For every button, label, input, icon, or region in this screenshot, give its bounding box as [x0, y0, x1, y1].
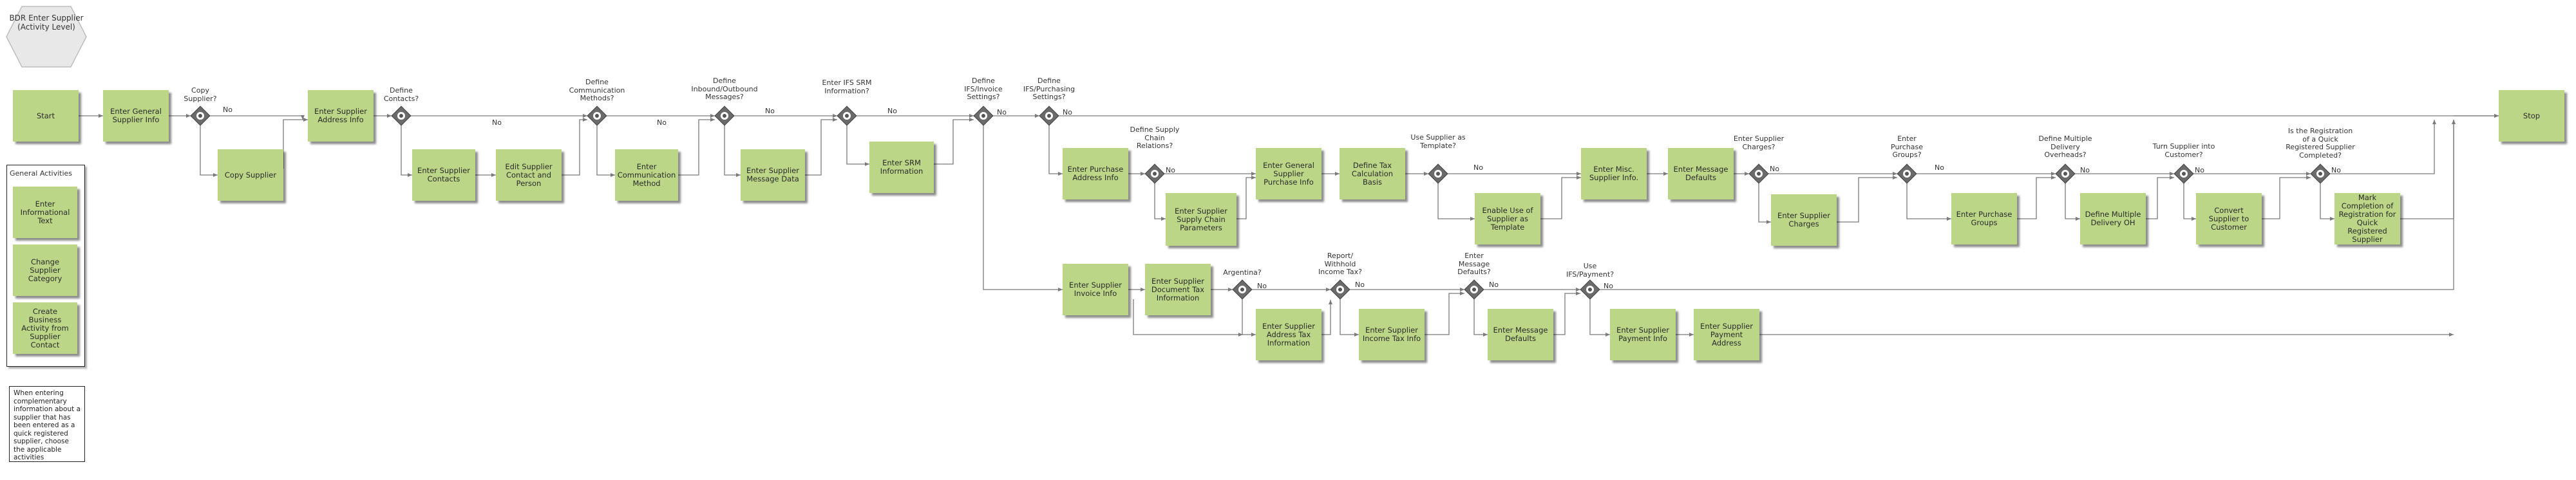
no-label: No	[1604, 282, 1613, 290]
no-label: No	[997, 108, 1007, 116]
no-label: No	[1063, 108, 1072, 116]
task-enter-purchase-groups[interactable]: Enter Purchase Groups	[1951, 193, 2017, 245]
gateway-use-ifs-payment[interactable]	[1580, 279, 1600, 300]
start-event[interactable]: Start	[13, 90, 79, 142]
gateway-label-enter-ifs-srm-information: Enter IFS SRM Information?	[822, 78, 872, 95]
task-enter-supplier-income-tax-info[interactable]: Enter Supplier Income Tax Info	[1359, 309, 1425, 360]
gateway-define-ifs-purchasing-settings[interactable]	[1039, 106, 1059, 126]
annotation-note: When entering complementary information …	[9, 386, 85, 462]
task-enter-communication-method[interactable]: Enter Communication Method	[615, 149, 678, 201]
gateway-label-registration-completed: Is the Registration of a Quick Registere…	[2286, 127, 2355, 160]
gateway-label-define-ifs-purchasing-settings: Define IFS/Purchasing Settings?	[1023, 77, 1075, 101]
gateway-registration-completed[interactable]	[2310, 163, 2331, 184]
gateway-define-communication-methods[interactable]	[587, 106, 607, 126]
no-label: No	[1489, 281, 1499, 289]
no-label: No	[492, 118, 502, 127]
gateway-label-define-inbound-outbound-messages: Define Inbound/Outbound Messages?	[691, 77, 758, 101]
general-activities-title: General Activities	[10, 169, 73, 178]
gateway-define-supply-chain-relations[interactable]	[1144, 163, 1165, 184]
no-label: No	[2331, 166, 2341, 174]
task-enter-srm-information[interactable]: Enter SRM Information	[869, 142, 934, 193]
task-enter-supplier-payment-info[interactable]: Enter Supplier Payment Info	[1610, 309, 1676, 360]
hex-start-shape	[6, 6, 87, 68]
gateway-define-inbound-outbound-messages[interactable]	[714, 106, 735, 126]
gateway-enter-supplier-charges[interactable]	[1748, 163, 1769, 184]
no-label: No	[1935, 163, 1944, 172]
task-convert-supplier-to-customer[interactable]: Convert Supplier to Customer	[2196, 193, 2262, 245]
gateway-define-contacts[interactable]	[391, 106, 412, 126]
no-label: No	[1473, 163, 1483, 172]
page-title: BDR Enter Supplier (Activity Level)	[9, 14, 84, 32]
gateway-label-turn-supplier-into-customer: Turn Supplier into Customer?	[2152, 142, 2215, 159]
task-enter-general-supplier-info[interactable]: Enter General Supplier Info	[103, 90, 169, 142]
no-label: No	[2195, 166, 2204, 174]
gateway-label-use-ifs-payment: Use IFS/Payment?	[1566, 262, 1615, 279]
gateway-label-define-multiple-delivery-overheads: Define Multiple Delivery Overheads?	[2038, 134, 2092, 159]
gateway-label-define-contacts: Define Contacts?	[383, 86, 419, 103]
task-mark-completion-of-registration[interactable]: Mark Completion of Registration for Quic…	[2334, 193, 2400, 245]
no-label: No	[1770, 165, 1779, 173]
no-label: No	[223, 106, 232, 114]
no-label: No	[1257, 282, 1267, 290]
gateway-label-report-withhold-income-tax: Report/ Withhold Income Tax?	[1318, 252, 1362, 276]
gateway-define-ifs-invoice-settings[interactable]	[973, 106, 994, 126]
gateway-enter-message-defaults[interactable]	[1464, 279, 1484, 300]
task-define-multiple-delivery-oh[interactable]: Define Multiple Delivery OH	[2080, 193, 2146, 245]
no-label: No	[1166, 166, 1175, 174]
stop-event[interactable]: Stop	[2499, 90, 2564, 142]
task-enter-message-defaults-bottom[interactable]: Enter Message Defaults	[1488, 309, 1553, 360]
task-enter-supplier-contacts[interactable]: Enter Supplier Contacts	[412, 149, 475, 201]
gateway-argentina[interactable]	[1232, 279, 1253, 300]
sequence-flows	[79, 114, 2499, 337]
gateway-turn-supplier-into-customer[interactable]	[2174, 163, 2194, 184]
gateway-enter-ifs-srm-information[interactable]	[837, 106, 857, 126]
gateway-label-define-ifs-invoice-settings: Define IFS/Invoice Settings?	[964, 77, 1003, 101]
gateway-label-copy-supplier: Copy Supplier?	[184, 86, 217, 103]
task-enter-general-supplier-purchase-info[interactable]: Enter General Supplier Purchase Info	[1256, 148, 1321, 199]
gateway-label-enter-supplier-charges: Enter Supplier Charges?	[1733, 134, 1785, 151]
task-enter-misc-supplier-info[interactable]: Enter Misc. Supplier Info.	[1581, 148, 1647, 199]
gateway-define-multiple-delivery-overheads[interactable]	[2055, 163, 2076, 184]
general-activity-change-supplier-category[interactable]: Change Supplier Category	[13, 245, 77, 296]
task-enter-supplier-invoice-info[interactable]: Enter Supplier Invoice Info	[1063, 264, 1128, 315]
task-enter-supplier-message-data[interactable]: Enter Supplier Message Data	[741, 149, 805, 201]
no-label: No	[1355, 281, 1365, 289]
gateway-use-supplier-as-template[interactable]	[1428, 163, 1448, 184]
task-enter-supplier-supply-chain-parameters[interactable]: Enter Supplier Supply Chain Parameters	[1166, 193, 1236, 246]
gateway-label-enter-message-defaults: Enter Message Defaults?	[1457, 252, 1491, 276]
task-enter-supplier-charges[interactable]: Enter Supplier Charges	[1771, 194, 1837, 246]
task-define-tax-calculation-basis[interactable]: Define Tax Calculation Basis	[1340, 148, 1405, 199]
gateway-label-argentina: Argentina?	[1223, 268, 1262, 277]
task-edit-supplier-contact-person[interactable]: Edit Supplier Contact and Person	[496, 149, 562, 201]
gateway-report-withhold-income-tax[interactable]	[1330, 279, 1350, 300]
gateway-label-use-supplier-as-template: Use Supplier as Template?	[1410, 133, 1466, 150]
task-enter-supplier-address-tax-information[interactable]: Enter Supplier Address Tax Information	[1256, 309, 1321, 360]
task-enter-message-defaults-top[interactable]: Enter Message Defaults	[1668, 148, 1734, 199]
gateway-enter-purchase-groups[interactable]	[1897, 163, 1917, 184]
task-enter-supplier-address-info[interactable]: Enter Supplier Address Info	[308, 90, 374, 142]
no-label: No	[765, 107, 775, 115]
task-copy-supplier[interactable]: Copy Supplier	[218, 149, 283, 201]
general-activity-create-business-activity[interactable]: Create Business Activity from Supplier C…	[13, 302, 77, 354]
general-activity-enter-informational-text[interactable]: Enter Informational Text	[13, 187, 77, 238]
task-enter-supplier-payment-address[interactable]: Enter Supplier Payment Address	[1694, 309, 1759, 360]
task-enter-purchase-address-info[interactable]: Enter Purchase Address Info	[1063, 148, 1128, 199]
gateway-label-define-supply-chain-relations: Define Supply Chain Relations?	[1130, 125, 1180, 150]
task-enter-supplier-document-tax-information[interactable]: Enter Supplier Document Tax Information	[1145, 264, 1211, 315]
gateway-copy-supplier[interactable]	[190, 106, 211, 126]
task-enable-use-of-supplier-as-template[interactable]: Enable Use of Supplier as Template	[1475, 193, 1540, 245]
no-label: No	[887, 107, 897, 115]
no-label: No	[657, 118, 667, 127]
no-label: No	[2080, 166, 2090, 174]
gateway-label-enter-purchase-groups: Enter Purchase Groups?	[1891, 134, 1923, 159]
gateway-label-define-communication-methods: Define Communication Methods?	[569, 78, 625, 102]
